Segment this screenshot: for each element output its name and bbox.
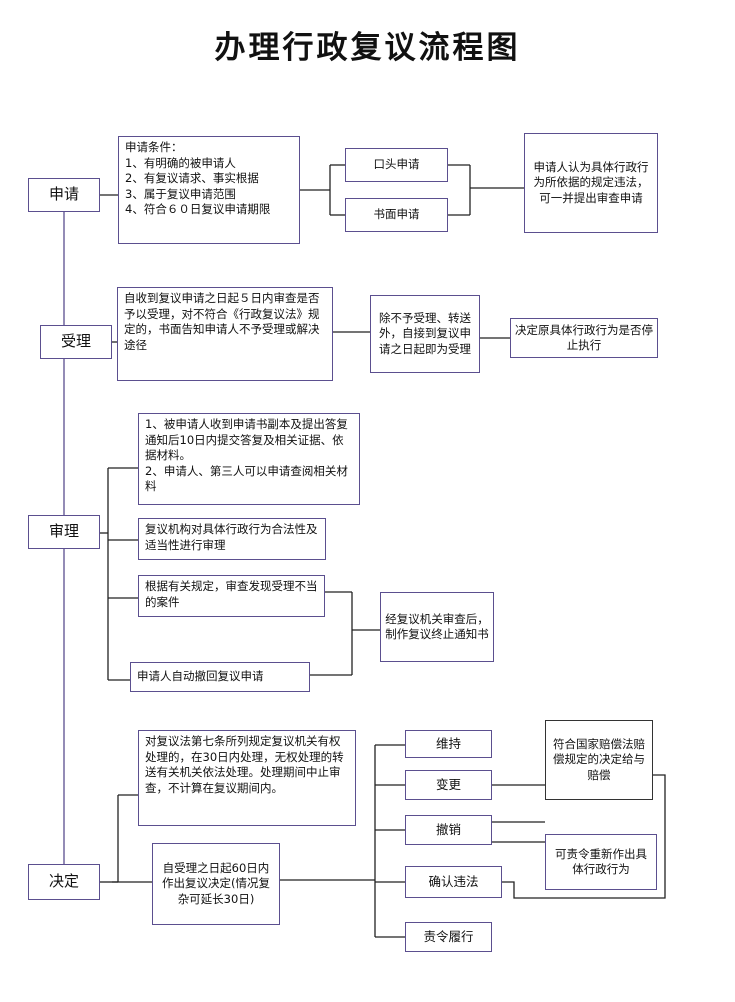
suspend-execution-box: 决定原具体行政行为是否停止执行 [510,318,658,358]
improper-acceptance-box: 根据有关规定，审查发现受理不当的案件 [138,575,325,617]
decision-revoke-box: 撤销 [405,815,492,845]
article7-handling-box: 对复议法第七条所列规定复议机关有权处理的，在30日内处理，无权处理的转送有关机关… [138,730,356,826]
decision-uphold-box: 维持 [405,730,492,758]
written-application-box: 书面申请 [345,198,448,232]
accepted-note-box: 除不予受理、转送外，自接到复议申请之日起即为受理 [370,295,480,373]
decision-order-perform-box: 责令履行 [405,922,492,952]
respondent-reply-box: 1、被申请人收到申请书副本及提出答复通知后10日内提交答复及相关证据、依据材料。… [138,413,360,505]
legality-review-box: 复议机构对具体行政行为合法性及适当性进行审理 [138,518,326,560]
order-redo-box: 可责令重新作出具体行政行为 [545,834,657,890]
stage-review: 审理 [28,515,100,549]
oral-application-box: 口头申请 [345,148,448,182]
stage-decide: 决定 [28,864,100,900]
decision-change-box: 变更 [405,770,492,800]
termination-notice-box: 经复议机关审查后，制作复议终止通知书 [380,592,494,662]
page-title: 办理行政复议流程图 [214,30,521,66]
acceptance-review-box: 自收到复议申请之日起５日内审查是否予以受理，对不符合《行政复议法》规定的，书面告… [117,287,333,381]
stage-apply: 申请 [28,178,100,212]
review-request-box: 申请人认为具体行政行为所依据的规定违法，可一并提出审查申请 [524,133,658,233]
apply-conditions-box: 申请条件： 1、有明确的被申请人 2、有复议请求、事实根据 3、属于复议申请范围… [118,136,300,244]
decision-deadline-box: 自受理之日起60日内作出复议决定(情况复杂可延长30日) [152,843,280,925]
withdraw-application-box: 申请人自动撤回复议申请 [130,662,310,692]
stage-accept: 受理 [40,325,112,359]
decision-confirm-illegal-box: 确认违法 [405,866,502,898]
state-compensation-box: 符合国家赔偿法赔偿规定的决定给与赔偿 [545,720,653,800]
